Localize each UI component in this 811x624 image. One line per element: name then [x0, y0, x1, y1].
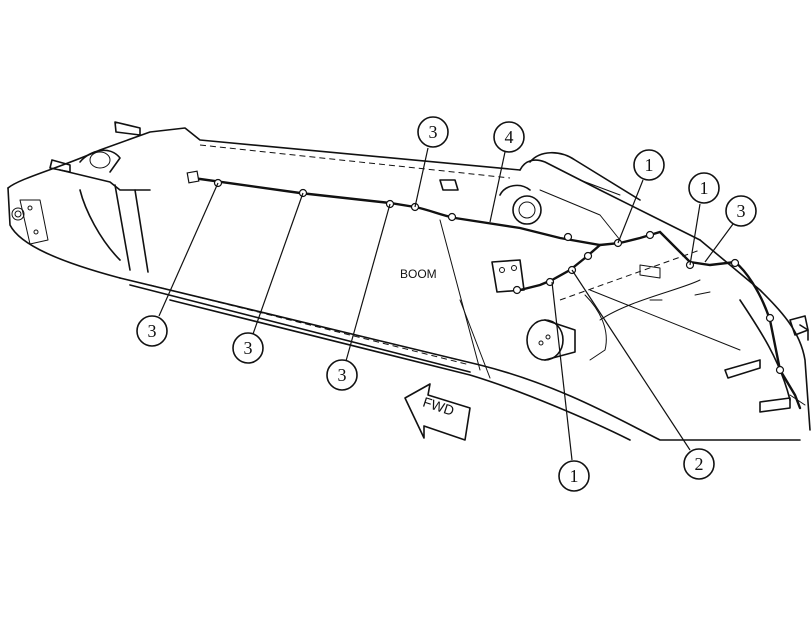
leader-lines [158, 147, 734, 461]
callout-number: 3 [429, 122, 438, 142]
wire-harness [191, 176, 802, 410]
callout-1-top-a: 1 [633, 149, 665, 181]
callout-number: 2 [695, 454, 704, 474]
harness-clips [186, 170, 785, 375]
boom-structure [7, 121, 811, 441]
callout-3-left: 3 [136, 315, 168, 347]
callout-number: 1 [700, 178, 709, 198]
callout-number: 1 [645, 155, 654, 175]
callout-3-top: 3 [417, 116, 449, 148]
callout-4: 4 [493, 121, 525, 153]
callout-number: 3 [338, 365, 347, 385]
callout-3-mid: 3 [232, 332, 264, 364]
callout-3-lower: 3 [326, 359, 358, 391]
callout-number: 4 [505, 127, 514, 147]
callout-2: 2 [683, 448, 715, 480]
callout-1-bottom: 1 [558, 460, 590, 492]
callout-number: 1 [570, 466, 579, 486]
callout-number: 3 [148, 321, 157, 341]
forward-arrow: FWD [404, 383, 471, 441]
callout-3-right: 3 [725, 195, 757, 227]
callout-number: 3 [737, 201, 746, 221]
boom-label: BOOM [400, 267, 437, 281]
callout-number: 3 [244, 338, 253, 358]
callout-1-top-b: 1 [688, 172, 720, 204]
